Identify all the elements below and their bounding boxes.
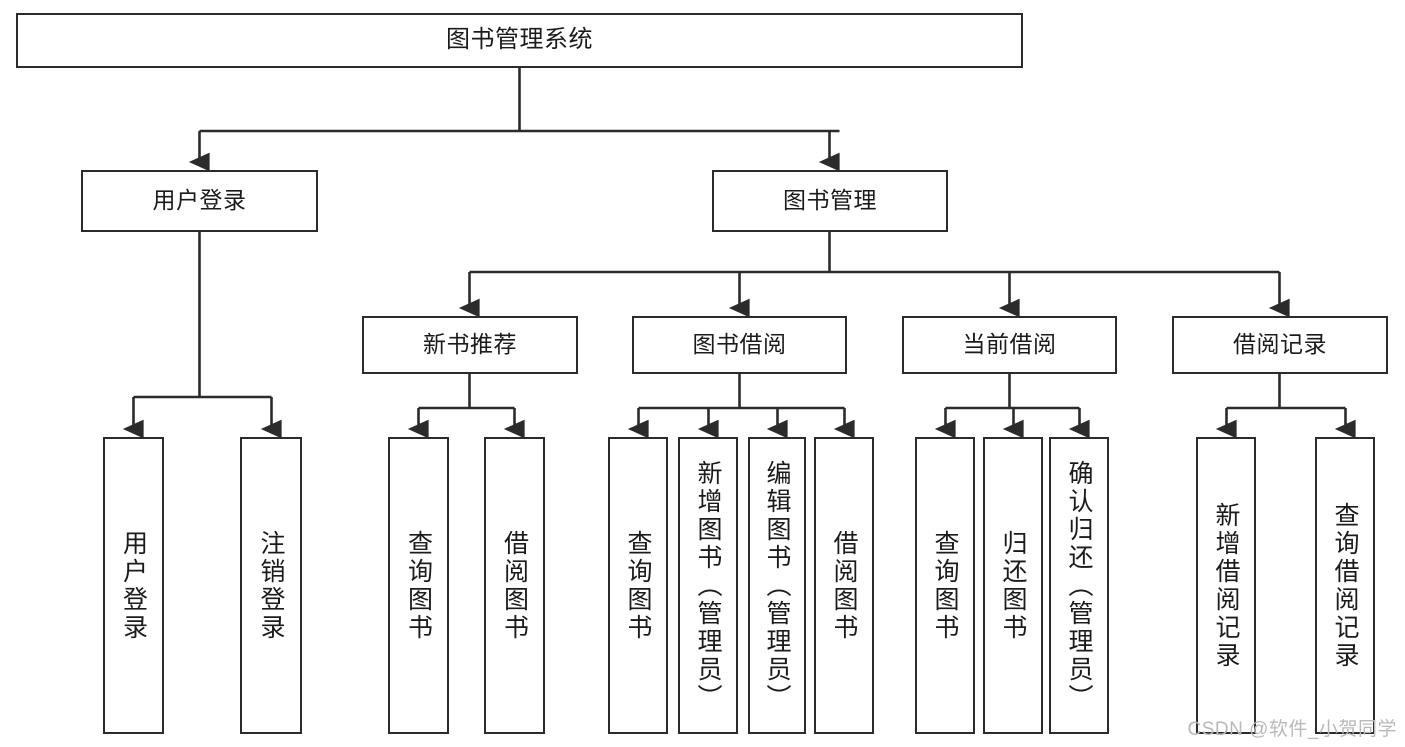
node-leaf-user-login[interactable]: 用户登录 (103, 437, 164, 734)
node-leaf-edit-book-admin-label: 编辑图书（管理员） (763, 459, 791, 712)
node-leaf-add-borrow-record[interactable]: 新增借阅记录 (1196, 437, 1256, 734)
node-leaf-user-login-label: 用户登录 (119, 529, 148, 642)
node-leaf-user-logout[interactable]: 注销登录 (240, 437, 302, 734)
node-borrow-record-label: 借阅记录 (1233, 331, 1327, 358)
node-leaf-borrow-book-label: 借阅图书 (830, 529, 858, 642)
node-book-borrow-label: 图书借阅 (692, 331, 787, 358)
watermark-text: CSDN @软件_小贺同学 (1187, 719, 1397, 740)
node-leaf-query-book-current[interactable]: 查询图书 (915, 437, 975, 734)
node-leaf-query-book-rec[interactable]: 查询图书 (388, 437, 449, 734)
node-leaf-add-book-admin-label: 新增图书（管理员） (694, 459, 722, 712)
node-borrow-record[interactable]: 借阅记录 (1172, 316, 1388, 374)
node-leaf-borrow-book-rec[interactable]: 借阅图书 (484, 437, 545, 734)
node-leaf-borrow-book-rec-label: 借阅图书 (500, 529, 529, 642)
node-current-borrow-label: 当前借阅 (962, 331, 1057, 358)
node-root-label: 图书管理系统 (446, 26, 593, 54)
node-leaf-confirm-return-admin-label: 确认归还（管理员） (1065, 459, 1093, 712)
node-leaf-add-borrow-record-label: 新增借阅记录 (1212, 501, 1240, 670)
node-leaf-borrow-book[interactable]: 借阅图书 (814, 437, 874, 734)
node-leaf-return-book[interactable]: 归还图书 (983, 437, 1043, 734)
node-book-manage-label: 图书管理 (783, 187, 877, 214)
node-new-book-recommend-label: 新书推荐 (423, 331, 517, 358)
node-leaf-confirm-return-admin[interactable]: 确认归还（管理员） (1049, 437, 1109, 734)
node-leaf-add-book-admin[interactable]: 新增图书（管理员） (678, 437, 738, 734)
node-user-login[interactable]: 用户登录 (81, 170, 318, 232)
node-leaf-query-book-borrow-label: 查询图书 (624, 529, 652, 642)
node-current-borrow[interactable]: 当前借阅 (902, 316, 1117, 374)
node-leaf-query-book-borrow[interactable]: 查询图书 (608, 437, 668, 734)
node-leaf-edit-book-admin[interactable]: 编辑图书（管理员） (748, 437, 806, 734)
node-leaf-query-book-rec-label: 查询图书 (404, 529, 433, 642)
node-leaf-query-book-current-label: 查询图书 (931, 529, 959, 642)
node-new-book-recommend[interactable]: 新书推荐 (362, 316, 578, 374)
node-user-login-label: 用户登录 (152, 187, 247, 214)
node-leaf-return-book-label: 归还图书 (999, 529, 1027, 642)
node-root[interactable]: 图书管理系统 (16, 13, 1023, 68)
node-book-manage[interactable]: 图书管理 (712, 170, 948, 232)
node-leaf-query-borrow-record[interactable]: 查询借阅记录 (1315, 437, 1375, 734)
node-leaf-query-borrow-record-label: 查询借阅记录 (1331, 501, 1359, 670)
node-leaf-user-logout-label: 注销登录 (257, 529, 285, 642)
node-book-borrow[interactable]: 图书借阅 (632, 316, 847, 374)
